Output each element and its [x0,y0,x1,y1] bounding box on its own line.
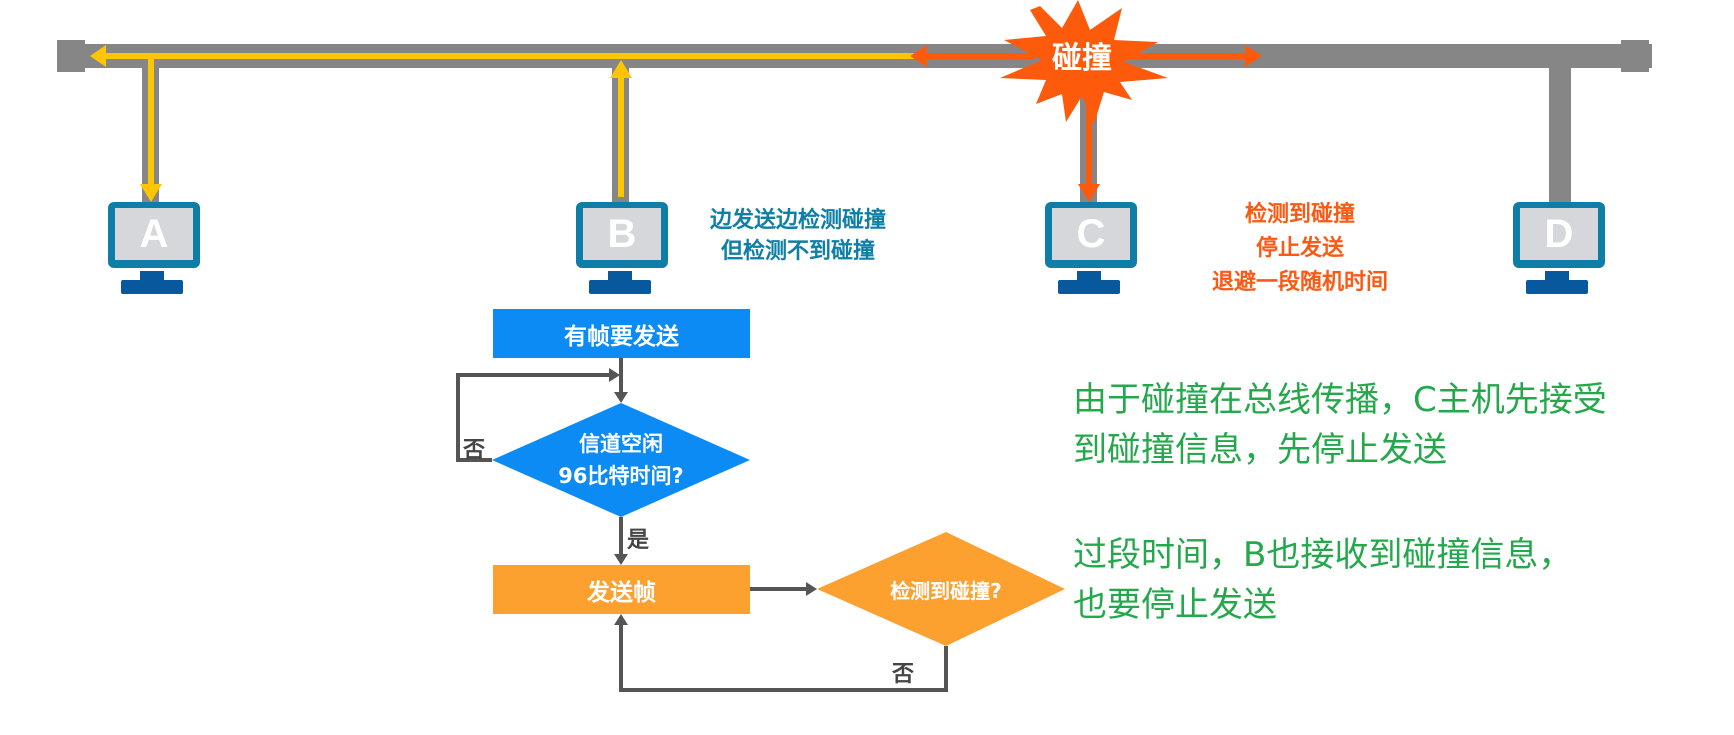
explanation-2-line: 过段时间，B也接收到碰撞信息， [1073,535,1573,575]
flow-check-collision-diamond [817,532,1065,646]
host-d-label: D [1544,212,1574,256]
collision-arrow-left-shaft [925,53,1035,59]
collision-arrow-down-shaft [1086,90,1092,190]
host-c-note-line: 检测到碰撞 [1244,202,1355,227]
drop-d [1549,60,1571,203]
host-c-neck [1077,271,1101,280]
explanation-1-line: 由于碰撞在总线传播，C主机先接受 [1073,380,1607,420]
host-d[interactable] [1513,202,1605,294]
flow-check-idle-line: 信道空闲 [579,432,663,456]
signal-b-drop-b [618,75,624,197]
host-c-note-line: 停止发送 [1255,236,1344,261]
arrowhead-up-icon [614,614,628,625]
collision-arrow-right-icon [1245,45,1262,67]
host-b-label: B [607,212,637,256]
explanation-2: 过段时间，B也接收到碰撞信息， 也要停止发送 [1073,530,1733,630]
host-a-neck [140,271,164,280]
collision-arrow-down-icon [1078,184,1100,202]
flow-send-label: 发送帧 [587,579,656,606]
bus-terminator-right [1621,40,1649,72]
collision-starburst-icon [1000,0,1168,124]
flow-label-idle-no: 否 [463,438,486,463]
host-b-note: 边发送边检测碰撞 但检测不到碰撞 [690,205,906,267]
host-b-note-line: 边发送边检测碰撞 [709,208,886,233]
collision: 碰撞 [910,0,1262,202]
host-c-screen [1052,208,1130,260]
host-c-label: C [1076,212,1106,256]
host-a-screen [115,208,193,260]
host-b[interactable] [576,202,668,294]
arrowhead-down-icon [614,554,628,565]
arrowhead-down-icon [614,392,628,403]
collision-arrow-left-icon [910,45,927,67]
host-b-screen [583,208,661,260]
host-a[interactable] [108,202,200,294]
signal-b-drop-a [148,56,154,186]
host-d-base [1526,280,1588,294]
host-b-neck [608,271,632,280]
host-c-note: 检测到碰撞 停止发送 退避一段随机时间 [1180,198,1420,300]
explanation-2-line: 也要停止发送 [1073,585,1277,625]
arrowhead-right-icon [806,582,817,596]
bus-terminator-left [57,40,85,72]
flow-start-label: 有帧要发送 [564,323,679,350]
flow-check-idle-line: 96比特时间? [558,464,684,488]
flowchart [456,309,1065,692]
flow-send-box [493,565,750,614]
explanation-1: 由于碰撞在总线传播，C主机先接受 到碰撞信息，先停止发送 [1073,375,1733,475]
host-b-note-line: 但检测不到碰撞 [720,239,875,264]
arrowhead-right-icon [609,368,620,382]
host-c-note-line: 退避一段随机时间 [1211,270,1388,295]
host-a-label: A [139,212,169,256]
host-a-base [121,280,183,294]
host-c[interactable] [1045,202,1137,294]
flow-label-idle-yes: 是 [627,528,650,553]
flow-label-collision-no: 否 [892,662,915,687]
flow-check-idle-label: 信道空闲 96比特时间? [530,425,712,495]
bus [57,40,1652,203]
signal-b-arrow-left-icon [90,45,106,67]
host-d-screen [1520,208,1598,260]
collision-arrow-right-shaft [1130,53,1250,59]
flow-check-collision-label: 检测到碰撞? [890,578,1002,603]
signal-b-arrow-up-b-icon [610,60,632,78]
host-b-base [589,280,651,294]
host-c-base [1058,280,1120,294]
flow-start-box [493,309,750,358]
flow-check-idle-diamond [492,403,750,517]
signal-b-arrow-down-a-icon [140,184,162,202]
explanation-1-line: 到碰撞信息，先停止发送 [1073,430,1447,470]
collision-label: 碰撞 [1052,41,1112,76]
host-d-neck [1545,271,1569,280]
flow-edge-idle-no-loop [456,373,610,462]
flow-edge-collision-no-loop [619,625,948,692]
signal-b-bus-segment [95,53,920,59]
signal-b [90,45,920,202]
